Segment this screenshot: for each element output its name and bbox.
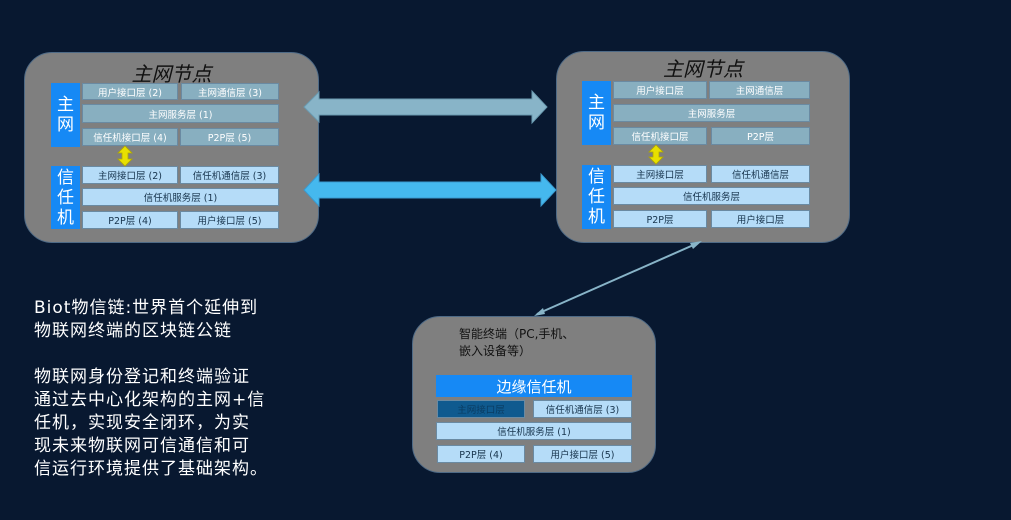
layer-sync-yellow-arrow — [648, 144, 664, 165]
trustee-label: 信任机 — [51, 166, 80, 229]
layer-user-interface: 用户接口层 (5) — [180, 211, 279, 229]
layer-trustee-service: 信任机服务层 — [613, 187, 810, 205]
layer-sync-yellow-arrow — [117, 145, 133, 167]
trustee-label-text: 信任机 — [57, 167, 74, 228]
description-line: 信运行环境提供了基础架构。 — [34, 459, 268, 479]
layer-p2p: P2P层 (4) — [82, 211, 178, 229]
node-title: 主网节点 — [663, 57, 743, 81]
layer-mainnet-comm: 主网通信层 (3) — [181, 83, 279, 100]
trustee-sync-arrow — [303, 172, 557, 208]
layer-p2p: P2P层 — [711, 127, 810, 145]
layer-p2p: P2P层 (5) — [180, 128, 279, 146]
layer-user-interface: 用户接口层 — [711, 210, 810, 228]
trustee-label: 信任机 — [582, 165, 611, 229]
terminal-link-arrowhead — [534, 308, 545, 316]
description-line: 任机，实现安全闭环，为实 — [34, 413, 250, 433]
description-line: 物联网身份登记和终端验证 — [34, 367, 250, 387]
layer-mainnet-comm: 主网通信层 — [709, 81, 810, 99]
description-line: Biot物信链:世界首个延伸到 — [34, 298, 259, 318]
trustee-label-text: 信任机 — [588, 167, 605, 227]
edge-trustee-title: 边缘信任机 — [436, 375, 632, 397]
layer-trustee-interface: 信任机接口层 — [613, 127, 707, 145]
node-title: 主网节点 — [131, 62, 212, 86]
layer-trustee-service: 信任机服务层 (1) — [82, 188, 279, 206]
terminal-link-line — [536, 242, 699, 315]
layer-p2p: P2P层 — [613, 210, 707, 228]
layer-mainnet-service: 主网服务层 — [613, 104, 810, 122]
layer-trustee-comm: 信任机通信层 — [711, 165, 810, 183]
mainnet-label: 主网 — [582, 81, 611, 145]
mainnet-label-text: 主网 — [57, 95, 74, 135]
layer-trustee-comm: 信任机通信层 (3) — [180, 166, 279, 184]
terminal-label-line: 嵌入设备等） — [459, 344, 532, 358]
mainnet-label: 主网 — [51, 83, 80, 147]
mainnet-label-text: 主网 — [588, 93, 605, 133]
terminal-label: 智能终端（PC,手机、 嵌入设备等） — [459, 326, 574, 360]
layer-user-interface: 用户接口层 (5) — [533, 445, 632, 463]
layer-mainnet-interface: 主网接口层 — [613, 165, 707, 183]
description-line: 现未来物联网可信通信和可 — [34, 436, 250, 456]
layer-trustee-comm: 信任机通信层 (3) — [533, 400, 632, 418]
mainnet-sync-arrow — [303, 89, 548, 125]
layer-mainnet-interface-disabled: 主网接口层 — [437, 400, 525, 418]
terminal-label-line: 智能终端（PC,手机、 — [459, 327, 575, 341]
description: Biot物信链:世界首个延伸到 物联网终端的区块链公链 物联网身份登记和终端验证… — [34, 297, 268, 481]
description-line: 物联网终端的区块链公链 — [34, 321, 232, 341]
layer-trustee-service: 信任机服务层 (1) — [436, 422, 632, 440]
description-line: 通过去中心化架构的主网+信 — [34, 390, 266, 410]
layer-user-interface: 用户接口层 (2) — [82, 83, 178, 100]
layer-p2p: P2P层 (4) — [437, 445, 525, 463]
terminal-link-arrowhead — [690, 241, 702, 249]
layer-mainnet-interface: 主网接口层 (2) — [82, 166, 178, 184]
layer-user-interface: 用户接口层 — [613, 81, 707, 99]
layer-trustee-interface: 信任机接口层 (4) — [82, 128, 178, 146]
layer-mainnet-service: 主网服务层 (1) — [82, 104, 279, 123]
